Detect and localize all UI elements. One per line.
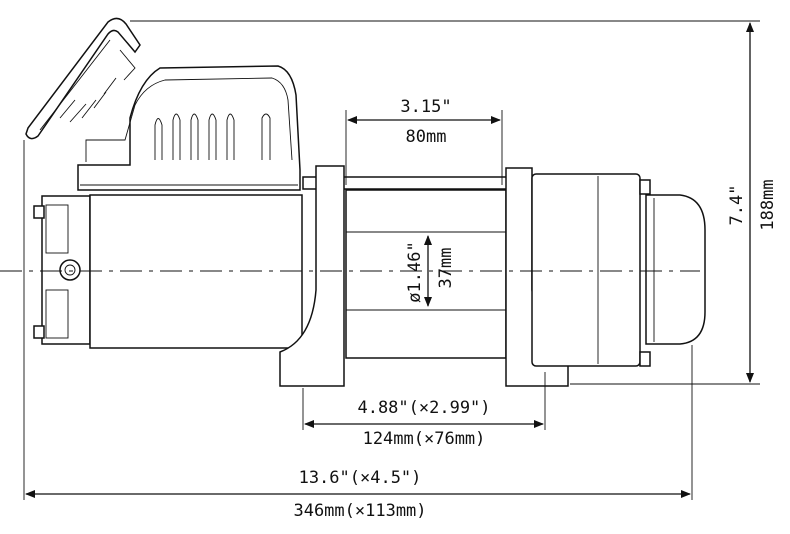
motor-end-cap <box>33 195 91 345</box>
drum-diameter-in-label: ø1.46" <box>405 241 425 302</box>
overall-length-mm-label: 346mm(×113mm) <box>293 501 426 521</box>
overall-length-in-label: 13.6"(×4.5") <box>299 468 422 488</box>
clutch-knob <box>645 194 706 345</box>
overall-height-mm-label: 188mm <box>758 179 778 230</box>
overall-height-in-label: 7.4" <box>727 185 747 226</box>
mount-spacing-mm-label: 124mm(×76mm) <box>363 429 486 449</box>
overall-length-dimension: 13.6"(×4.5") 346mm(×113mm) <box>23 140 693 521</box>
overall-height-dimension: 7.4" 188mm <box>130 20 778 385</box>
drum-length-in-label: 3.15" <box>400 97 451 117</box>
drum-length-dimension: 3.15" 80mm <box>345 97 503 185</box>
cooling-fins <box>154 113 271 160</box>
control-handle <box>25 17 141 140</box>
mount-spacing-dimension: 4.88"(×2.99") 124mm(×76mm) <box>302 372 546 449</box>
drum-length-mm-label: 80mm <box>406 127 447 147</box>
left-bracket <box>279 165 345 387</box>
solenoid-box <box>77 65 301 191</box>
drum <box>345 189 507 359</box>
drum-diameter-mm-label: 37mm <box>436 248 456 289</box>
drum-diameter-dimension: ø1.46" 37mm <box>405 235 456 307</box>
mount-spacing-in-label: 4.88"(×2.99") <box>357 398 490 418</box>
gear-housing <box>531 173 651 367</box>
winch-body <box>0 17 706 387</box>
